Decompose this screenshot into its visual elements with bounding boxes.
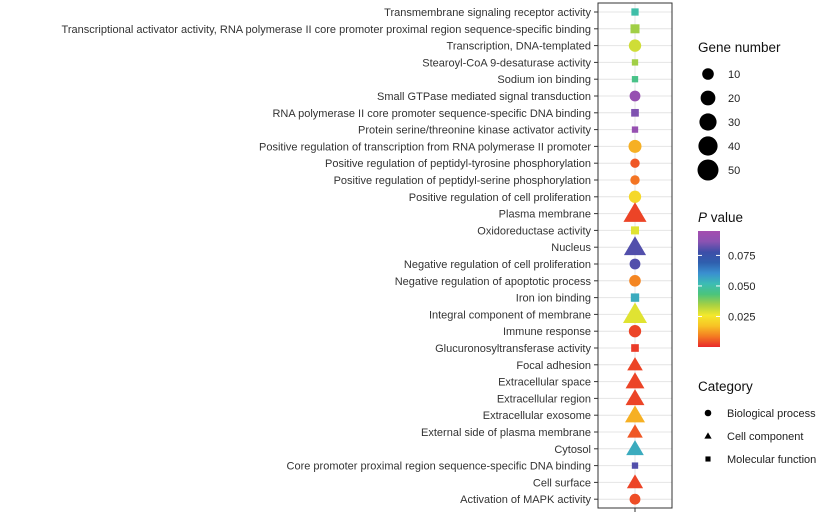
term-label: Transcriptional activator activity, RNA … — [62, 24, 591, 36]
colorbar-tick-label: 0.025 — [728, 311, 756, 323]
category-key-circle — [704, 409, 712, 417]
data-point — [623, 202, 647, 222]
category-key-label: Molecular function — [727, 454, 816, 466]
term-label: Nucleus — [551, 242, 591, 254]
data-point — [629, 90, 641, 102]
data-point — [630, 24, 640, 34]
colorbar-tick-label: 0.050 — [728, 281, 756, 293]
term-label: Transcription, DNA-templated — [447, 41, 591, 53]
term-label: Positive regulation of transcription fro… — [259, 141, 591, 153]
term-label: Stearoyl-CoA 9-desaturase activity — [422, 57, 591, 69]
term-label: Extracellular region — [497, 393, 591, 405]
term-label: Transmembrane signaling receptor activit… — [384, 7, 591, 19]
category-key-square — [705, 456, 711, 462]
gene-number-key — [699, 113, 717, 131]
data-point — [628, 325, 642, 338]
gene-number-key-label: 10 — [728, 69, 740, 81]
data-point — [631, 462, 639, 469]
gene-number-key — [698, 136, 718, 156]
data-point — [631, 344, 639, 352]
p-value-legend-title: P value — [698, 210, 743, 225]
term-label: Focal adhesion — [516, 360, 591, 372]
gene-number-legend: Gene number 10 20 30 40 50 — [697, 40, 781, 181]
data-point — [625, 389, 645, 406]
term-label: Activation of MAPK activity — [460, 494, 591, 506]
term-label: RNA polymerase II core promoter sequence… — [272, 108, 591, 120]
term-label: Integral component of membrane — [429, 309, 591, 321]
term-label: Immune response — [503, 326, 591, 338]
data-point — [627, 357, 643, 371]
term-label: External side of plasma membrane — [421, 427, 591, 439]
data-point — [630, 175, 640, 185]
term-label: Extracellular space — [498, 377, 591, 389]
data-point — [627, 424, 643, 438]
data-point — [631, 59, 639, 66]
data-point — [631, 108, 639, 117]
term-label: Iron ion binding — [516, 293, 591, 305]
category-key-label: Cell component — [727, 431, 803, 443]
data-point — [626, 474, 644, 489]
data-point — [625, 372, 645, 389]
data-point — [629, 274, 641, 287]
data-point — [631, 126, 639, 133]
data-point — [628, 190, 642, 203]
p-value-colorbar — [698, 231, 720, 347]
gene-number-key-label: 30 — [728, 117, 740, 129]
p-value-legend: P value 0.075 0.050 0.025 — [698, 210, 756, 347]
data-point — [622, 302, 648, 323]
gene-number-key — [700, 90, 716, 106]
data-point — [628, 139, 642, 153]
data-point — [630, 226, 640, 235]
data-point — [623, 236, 647, 256]
term-labels: Transmembrane signaling receptor activit… — [62, 7, 598, 506]
term-label: Glucuronosyltransferase activity — [435, 343, 591, 355]
data-point — [629, 493, 641, 505]
term-label: Protein serine/threonine kinase activato… — [358, 125, 591, 137]
term-label: Positive regulation of peptidyl-serine p… — [334, 175, 591, 187]
term-label: Small GTPase mediated signal transductio… — [377, 91, 591, 103]
data-point — [626, 440, 644, 456]
data-point — [631, 8, 639, 16]
term-label: Sodium ion binding — [497, 74, 591, 86]
term-label: Cell surface — [533, 477, 591, 489]
colorbar-tick-label: 0.075 — [728, 250, 756, 262]
gene-number-key — [697, 159, 719, 181]
data-point — [628, 39, 642, 52]
category-key-triangle — [704, 432, 712, 439]
term-label: Negative regulation of cell proliferatio… — [404, 259, 591, 271]
data-point — [630, 158, 640, 168]
term-label: Oxidoreductase activity — [477, 225, 591, 237]
term-label: Cytosol — [554, 444, 591, 456]
gene-number-key — [702, 68, 714, 80]
term-label: Negative regulation of apoptotic process — [395, 276, 592, 288]
category-legend-title: Category — [698, 379, 753, 394]
term-label: Plasma membrane — [499, 209, 591, 221]
term-label: Positive regulation of cell proliferatio… — [409, 192, 591, 204]
term-label: Core promoter proximal region sequence-s… — [287, 461, 591, 473]
data-point — [631, 76, 639, 83]
gene-number-key-label: 20 — [728, 93, 740, 105]
gene-number-key-label: 40 — [728, 141, 740, 153]
data-point — [629, 258, 641, 270]
term-label: Extracellular exosome — [483, 410, 591, 422]
data-point — [630, 293, 640, 302]
data-points — [622, 8, 648, 505]
gene-number-legend-title: Gene number — [698, 40, 781, 55]
gene-number-key-label: 50 — [728, 165, 740, 177]
term-label: Positive regulation of peptidyl-tyrosine… — [325, 158, 591, 170]
data-point — [624, 405, 646, 423]
category-key-label: Biological process — [727, 408, 816, 420]
